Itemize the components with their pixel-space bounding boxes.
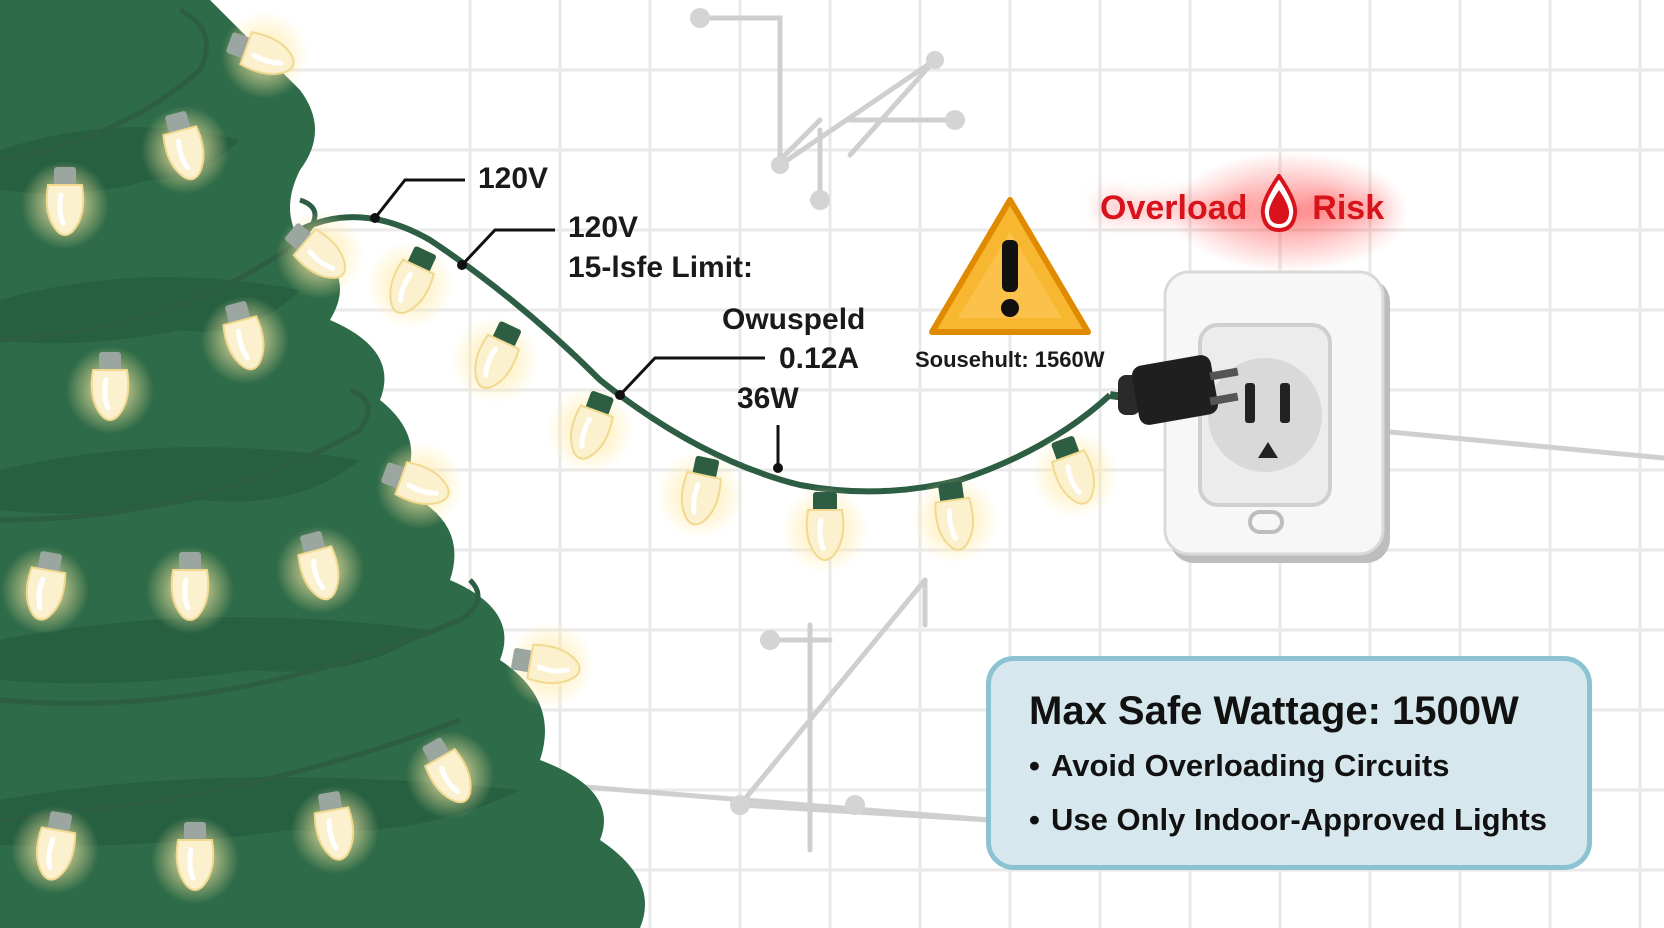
overload-word: Overload [1100,188,1248,227]
wattage-label: 36W [737,382,799,415]
plug-icon [1109,355,1239,425]
bullet-icon: • [1029,748,1040,783]
info-item-text: Avoid Overloading Circuits [1051,748,1450,783]
info-item-indoor-approved: • Use Only Indoor-Approved Lights [1029,802,1553,838]
current-label: 0.12A [779,342,860,375]
outlet-wattage-label: Sousehult: 1560W [915,347,1105,372]
power-outlet-icon [1163,270,1390,563]
info-box-title: Max Safe Wattage: 1500W [1029,689,1519,733]
christmas-tree-icon [0,0,645,928]
callout-leaders [373,178,780,468]
bullet-icon: • [1029,802,1040,837]
limit-label: 15-lsfe Limit: [568,251,754,284]
safety-info-box: Max Safe Wattage: 1500W • Avoid Overloadi… [986,656,1592,870]
warning-triangle-icon [929,197,1091,335]
voltage-label-2: 120V [568,211,639,244]
blood-drop-icon [1257,172,1303,233]
overload-risk-label: Overload Risk [1100,172,1385,233]
overspeld-label: Owuspeld [722,303,866,336]
circuit-nodes [690,8,965,815]
callout-dots [370,213,783,473]
voltage-label-1: 120V [478,162,549,195]
info-item-avoid-overloading: • Avoid Overloading Circuits [1029,748,1553,784]
main-light-string [298,214,1113,495]
risk-word: Risk [1312,188,1385,227]
info-item-text: Use Only Indoor-Approved Lights [1051,802,1548,837]
